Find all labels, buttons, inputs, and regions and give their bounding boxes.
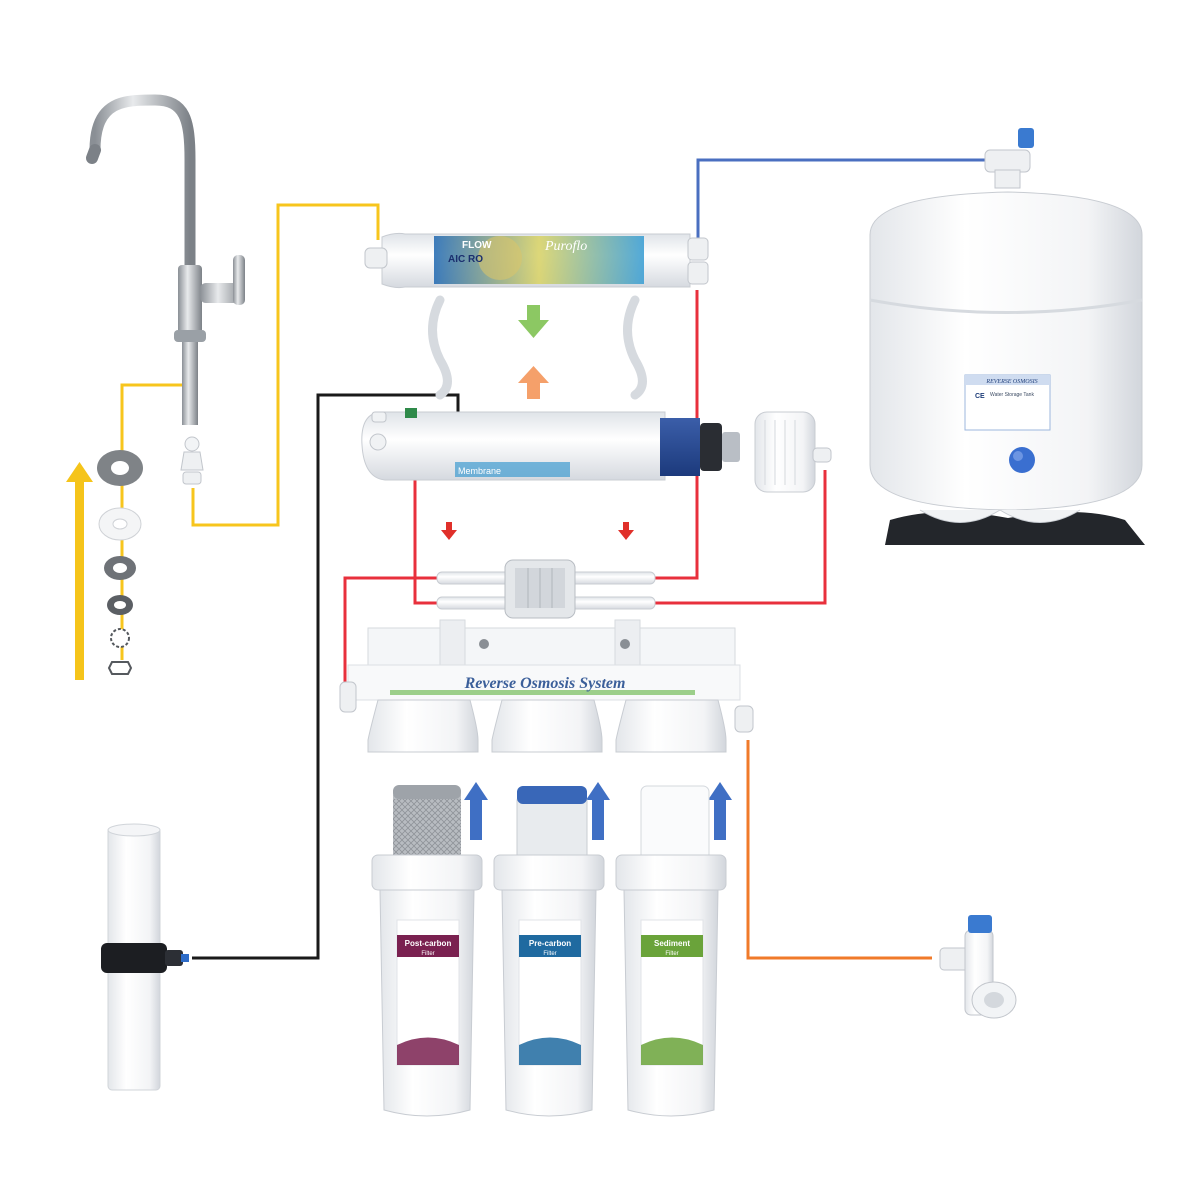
membrane-label: Membrane bbox=[458, 466, 501, 476]
arrow-down-green bbox=[518, 305, 549, 338]
prefilter-out-tube bbox=[343, 576, 437, 688]
cartridge-1-name: Post-carbon bbox=[405, 939, 452, 948]
inline-logo: Puroflo bbox=[544, 239, 587, 254]
faucet-washers bbox=[97, 450, 143, 675]
cartridge-2-sub: Filter bbox=[543, 951, 556, 957]
filter-housing-3: Sediment Filter bbox=[615, 854, 727, 1117]
supply-tube bbox=[746, 740, 932, 960]
cartridge-3-name: Sediment bbox=[654, 939, 690, 948]
flow-restrictor-icon bbox=[436, 559, 656, 619]
filter-heads bbox=[339, 681, 754, 753]
cartridge-3-sub: Filter bbox=[665, 951, 678, 957]
arrow-up-blue-2 bbox=[586, 782, 610, 840]
membrane-housing-icon: Membrane bbox=[361, 408, 740, 481]
cartridge-1-sub: Filter bbox=[421, 951, 434, 957]
cartridge-2-name: Pre-carbon bbox=[529, 939, 571, 948]
tank-tube bbox=[696, 158, 985, 240]
sediment-cartridge-icon bbox=[640, 785, 710, 861]
tank-label-title: REVERSE OSMOSIS bbox=[985, 379, 1037, 385]
inline-filter-icon: FLOW AIC RO Puroflo bbox=[364, 232, 709, 289]
membrane-cap-icon bbox=[754, 411, 832, 493]
arrow-down-red-left bbox=[441, 522, 457, 540]
storage-tank-icon: REVERSE OSMOSIS Water Storage Tank CE bbox=[869, 128, 1145, 545]
tank-label-subtitle: Water Storage Tank bbox=[990, 392, 1034, 398]
arrow-up-feed bbox=[66, 462, 93, 680]
membrane-out-tube bbox=[650, 290, 699, 580]
arrow-up-blue-1 bbox=[464, 782, 488, 840]
clip-brackets bbox=[428, 295, 647, 400]
carbon-block-icon bbox=[393, 785, 461, 860]
arrows-up-blue bbox=[464, 782, 732, 840]
tank-label-ce: CE bbox=[975, 393, 985, 400]
arrow-up-blue-3 bbox=[708, 782, 732, 840]
product-tube bbox=[191, 203, 380, 527]
drain-tube-b bbox=[650, 470, 827, 605]
faucet-icon bbox=[86, 94, 245, 485]
system-banner: Reverse Osmosis System bbox=[464, 675, 626, 692]
filter-housing-2: Pre-carbon Filter bbox=[493, 854, 605, 1117]
arrow-down-red-right bbox=[618, 522, 634, 540]
inline-model: AIC RO bbox=[448, 254, 483, 265]
feed-valve-icon bbox=[939, 915, 1017, 1019]
arrow-up-orange bbox=[518, 366, 549, 399]
filter-housing-1: Post-carbon Filter bbox=[371, 854, 483, 1117]
cartridge-inserts bbox=[393, 785, 710, 861]
mounting-bracket-icon: Reverse Osmosis System bbox=[347, 619, 741, 701]
inline-brand: FLOW bbox=[462, 240, 492, 251]
drain-saddle-icon bbox=[101, 823, 189, 1091]
gac-cartridge-icon bbox=[516, 786, 588, 861]
drain-saddle-tube bbox=[192, 393, 460, 960]
